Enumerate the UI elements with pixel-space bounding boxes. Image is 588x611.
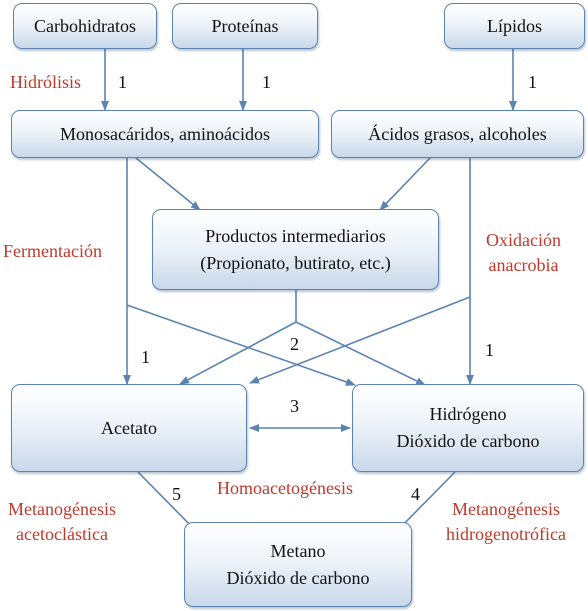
step-number-hidrogenotrofica: 4 — [411, 484, 420, 504]
label-metanogenesis-acetoclastica: Metanogénesis acetoclástica — [8, 499, 116, 544]
box-lipidos-label: Lípidos — [486, 15, 542, 36]
step-number-carbohidratos: 1 — [118, 72, 127, 92]
arrow-intermediarios-to-hidrogeno — [295, 321, 426, 386]
step-number-proteinas: 1 — [262, 72, 271, 92]
box-acidos-grasos-label: Ácidos grasos, alcoholes — [368, 123, 547, 144]
step-number-homoacetogenesis: 3 — [290, 396, 299, 416]
step-number-intermediarios: 2 — [290, 334, 299, 354]
label-oxidacion-anaerobia: Oxidación anacrobia — [486, 230, 561, 275]
arrow-acidos-grasos-to-intermediarios — [379, 157, 431, 211]
box-intermediarios-line1: Productos intermediarios — [205, 225, 386, 246]
box-hidrogeno-line2: Dióxido de carbono — [396, 431, 540, 451]
step-number-acetato: 1 — [141, 347, 150, 367]
arrow-acidos-grasos-to-acetato — [249, 296, 471, 384]
box-hidrogeno-line1: Hidrógeno — [429, 404, 507, 424]
label-fermentacion: Fermentación — [3, 241, 102, 261]
box-monosacaridos: Monosacáridos, aminoácidos — [11, 110, 319, 158]
step-number-acetoclastica: 5 — [172, 484, 181, 504]
box-carbohidratos: Carbohidratos — [13, 3, 157, 49]
box-monosacaridos-label: Monosacáridos, aminoácidos — [60, 123, 270, 144]
box-hidrogeno: Hidrógeno Dióxido de carbono — [352, 384, 584, 472]
box-intermediarios: Productos intermediarios (Propionato, bu… — [152, 209, 439, 290]
box-lipidos: Lípidos — [444, 3, 585, 49]
box-acidos-grasos: Ácidos grasos, alcoholes — [331, 110, 584, 158]
box-acetato: Acetato — [11, 384, 247, 472]
box-proteinas-label: Proteínas — [211, 15, 279, 36]
label-hidrolisis: Hidrólisis — [10, 72, 82, 92]
box-metano: Metano Dióxido de carbono — [184, 522, 412, 607]
box-metano-line1: Metano — [270, 540, 326, 561]
label-metanogenesis-hidrogenotrofica: Metanogénesis hidrogenotrófica — [446, 499, 566, 544]
box-acetato-label: Acetato — [101, 417, 157, 438]
box-carbohidratos-label: Carbohidratos — [34, 15, 136, 36]
box-proteinas: Proteínas — [172, 3, 318, 49]
box-intermediarios-line2: (Propionato, butirato, etc.) — [200, 252, 391, 273]
label-homoacetogenesis: Homoacetogénesis — [217, 478, 353, 498]
box-metano-line2: Dióxido de carbono — [226, 567, 370, 588]
step-number-hidrogeno: 1 — [485, 340, 494, 360]
arrow-intermediarios-to-acetato — [179, 321, 297, 385]
arrow-monosacaridos-to-intermediarios — [135, 157, 201, 211]
step-number-lipidos: 1 — [528, 72, 537, 92]
arrow-monosacaridos-to-hidrogeno — [126, 304, 356, 386]
